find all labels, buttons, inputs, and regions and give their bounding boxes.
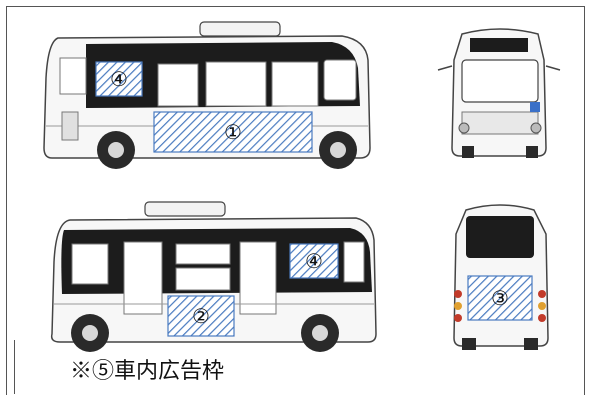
label-frame-4-top: ④ (110, 67, 128, 91)
ad-frame-1 (153, 111, 313, 153)
label-frame-1: ① (224, 120, 242, 144)
bus-side-view-top (43, 21, 371, 169)
diagram-frame (6, 6, 585, 395)
ad-frame-4-side-top (95, 61, 143, 97)
frame-divider-line (14, 340, 15, 394)
bus-side-view-bottom (50, 201, 377, 352)
label-frame-2: ② (192, 304, 210, 328)
interior-ad-note: ※⑤車内広告枠 (70, 359, 225, 384)
label-frame-3: ③ (491, 286, 509, 310)
bus-front-view (437, 28, 561, 158)
bus-rear-view (453, 204, 549, 350)
ad-frame-3 (467, 275, 533, 321)
ad-frame-4-side-bottom (289, 243, 339, 279)
ad-frame-2 (167, 295, 235, 337)
label-frame-4-bottom: ④ (305, 249, 323, 273)
